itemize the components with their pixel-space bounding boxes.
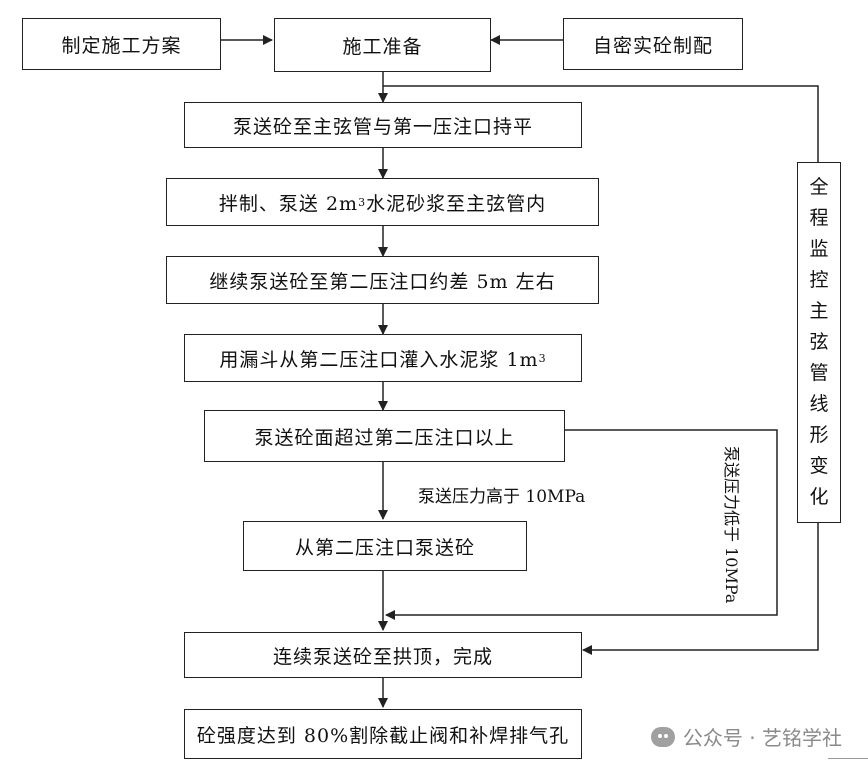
step2-text-post: 水泥砂浆至主弦管内 (366, 192, 547, 215)
monitor-link-top (383, 85, 819, 162)
box-step3: 继续泵送砼至第二压注口约差 5m 左右 (166, 256, 599, 304)
watermark-text: 公众号 · 艺铭学社 (682, 726, 842, 750)
box-construction-plan: 制定施工方案 (22, 18, 221, 70)
monitor-char: 程 (809, 207, 829, 229)
box-step5: 泵送砼面超过第二压注口以上 (204, 410, 565, 462)
page-corner-line (828, 758, 868, 769)
step2-text-pre: 拌制、泵送 2m (218, 192, 359, 215)
step2-superscript: 3 (358, 195, 367, 209)
monitor-char: 主 (809, 300, 829, 322)
box-concrete-mix: 自密实砼制配 (563, 18, 743, 70)
monitor-char: 管 (809, 362, 829, 384)
monitor-link-bottom-arrow (582, 523, 819, 655)
wechat-icon (650, 726, 675, 747)
watermark: 公众号 · 艺铭学社 (650, 722, 842, 751)
step4-text: 用漏斗从第二压注口灌入水泥浆 1m (219, 348, 539, 371)
box-step6: 从第二压注口泵送砼 (243, 521, 527, 571)
box-step7: 连续泵送砼至拱顶，完成 (184, 632, 582, 678)
monitor-char: 控 (809, 269, 829, 291)
monitor-char: 弦 (809, 331, 829, 353)
box-monitor-vertical: 全 程 监 控 主 弦 管 线 形 变 化 (797, 162, 841, 523)
monitor-char: 监 (809, 238, 829, 260)
low-pressure-bypass-arrow (385, 429, 778, 620)
label-pressure-high: 泵送压力高于 10MPa (418, 487, 586, 507)
monitor-char: 形 (809, 424, 829, 446)
monitor-char: 变 (809, 455, 829, 477)
box-step1: 泵送砼至主弦管与第一压注口持平 (184, 102, 582, 148)
box-construction-prepare: 施工准备 (274, 18, 491, 72)
monitor-char: 全 (809, 176, 829, 198)
monitor-char: 化 (809, 486, 829, 508)
box-step8: 砼强度达到 80%割除截止阀和补焊排气孔 (184, 709, 582, 759)
monitor-char: 线 (809, 393, 829, 415)
step4-superscript: 3 (538, 351, 547, 365)
label-pressure-low: 泵送压力低于 10MPa (722, 446, 741, 604)
